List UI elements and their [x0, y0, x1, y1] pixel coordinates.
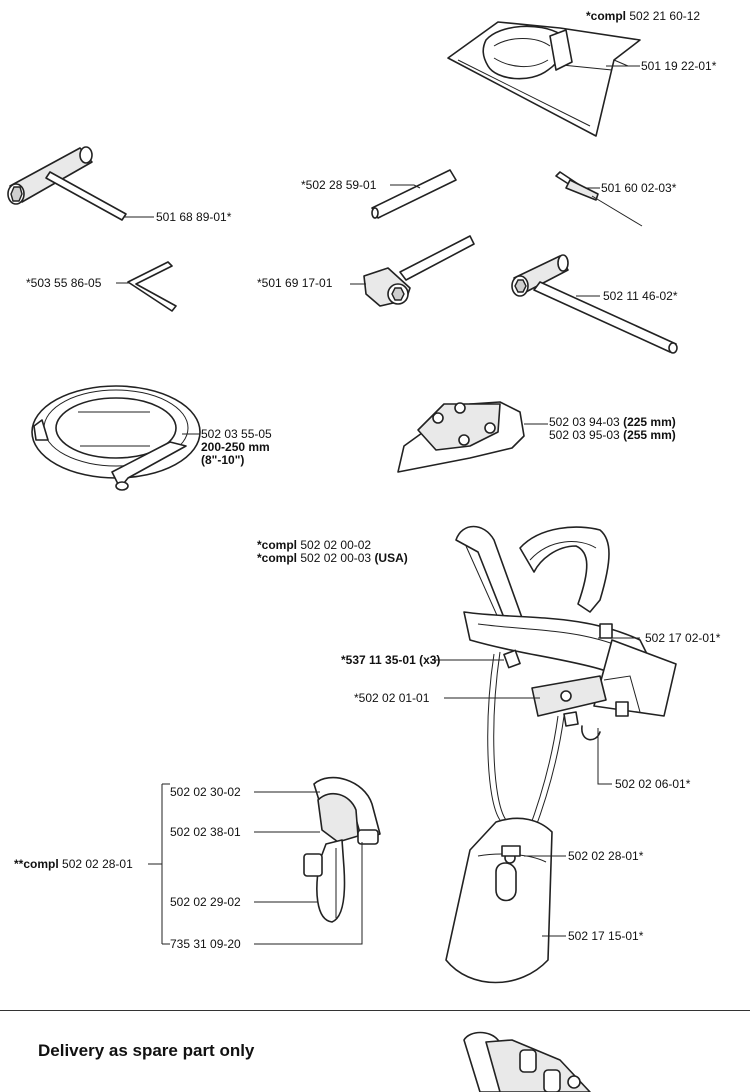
harness-kit-line-1: *compl 502 02 00-02 [257, 538, 372, 552]
rod-illustration [371, 169, 457, 219]
section-divider [0, 1010, 750, 1011]
hook-assembly-item: 502 02 29-02 [170, 895, 241, 909]
hook-assembly-illustration [148, 776, 381, 945]
hook-assembly-item: 502 02 30-02 [170, 785, 241, 799]
screwdriver-label: 501 60 02-03* [601, 181, 677, 195]
blade-guard-label: 502 03 94-03 (225 mm) 502 03 95-03 (255 … [549, 416, 676, 442]
buckle-label: *537 11 35-01 (x3) [341, 653, 441, 667]
harness-kit-line-2: *compl 502 02 00-03 (USA) [257, 551, 408, 565]
small-t-wrench-label: 501 68 89-01* [156, 210, 232, 224]
rod-label: *502 28 59-01 [301, 178, 377, 192]
combi-wrench-label: *501 69 17-01 [257, 276, 333, 290]
bag-kit-number: 502 21 60-12 [629, 9, 701, 23]
hook-assembly-kit-prefix: **compl [14, 857, 59, 871]
large-t-wrench-illustration [511, 254, 678, 354]
guard-ring-size-in: (8"-10") [201, 453, 245, 467]
hex-key-label: *503 55 86-05 [26, 276, 102, 290]
plate-label: *502 02 01-01 [354, 691, 430, 705]
hook-label: 502 02 06-01* [615, 777, 691, 791]
blade-guard-line-1: 502 03 94-03 (225 mm) [549, 415, 676, 429]
pad-label: 502 17 15-01* [568, 929, 644, 943]
guard-ring-number: 502 03 55-05 [201, 427, 272, 441]
clip-label: 502 02 28-01* [568, 849, 644, 863]
large-t-wrench-label: 502 11 46-02* [603, 289, 678, 303]
hook-assembly-item: 735 31 09-20 [170, 937, 241, 951]
spare-part-illustration [463, 1031, 591, 1092]
tool-bag-illustration [447, 21, 641, 137]
screwdriver-illustration [555, 171, 643, 227]
guard-ring-size-mm: 200-250 mm [201, 440, 270, 454]
small-t-wrench-illustration [7, 146, 154, 221]
bag-kit-prefix: *compl [586, 9, 627, 23]
blade-guard-line-2: 502 03 95-03 (255 mm) [549, 428, 676, 442]
hook-assembly-item: 502 02 38-01 [170, 825, 241, 839]
guard-ring-illustration [31, 385, 201, 491]
combination-wrench-illustration [350, 235, 475, 307]
harness-illustration [432, 525, 677, 984]
bag-number-label: 501 19 22-01* [641, 59, 717, 73]
strap-label: 502 17 02-01* [645, 631, 721, 645]
guard-ring-label: 502 03 55-05 200-250 mm (8"-10") [201, 428, 272, 467]
hook-assembly-kit-number: 502 02 28-01 [62, 857, 133, 871]
harness-kit-label: *compl 502 02 00-02 *compl 502 02 00-03 … [257, 539, 408, 565]
bag-kit-label: *compl 502 21 60-12 [586, 10, 700, 23]
footer-title: Delivery as spare part only [38, 1041, 255, 1060]
blade-guard-illustration [397, 401, 548, 473]
hex-key-illustration [116, 261, 177, 312]
hook-assembly-kit-label: **compl 502 02 28-01 [14, 858, 133, 871]
